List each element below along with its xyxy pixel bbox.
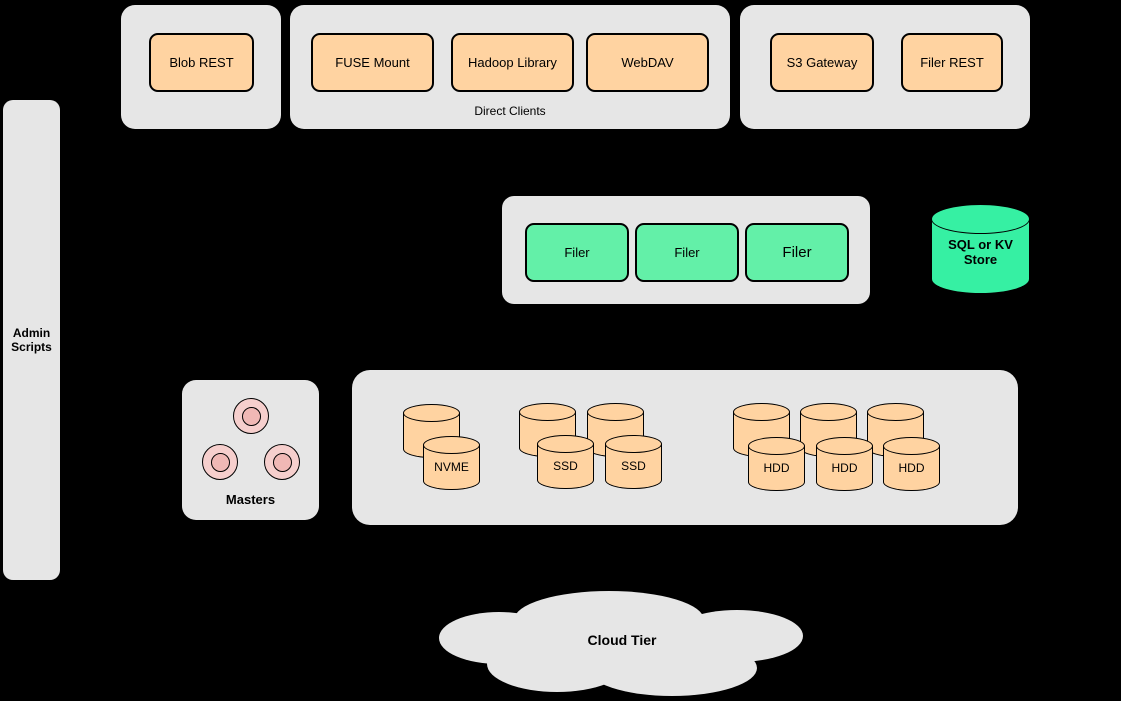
hdd-disk-label: HDD <box>763 461 790 475</box>
hdd-disk: HDD <box>816 437 873 491</box>
gateway-group: S3 Gateway Filer REST <box>740 5 1030 129</box>
node-s3-gateway: S3 Gateway <box>770 33 874 92</box>
admin-scripts-bar: Admin Scripts <box>3 100 60 580</box>
nvme-disk: NVME <box>423 436 480 490</box>
node-filer-2: Filer <box>635 223 739 282</box>
cloud-tier-shape: Cloud Tier <box>437 588 807 700</box>
cylinder-top <box>931 204 1030 234</box>
ssd-disk-label: SSD <box>553 459 578 473</box>
ssd-disk-label: SSD <box>621 459 646 473</box>
direct-clients-label: Direct Clients <box>474 104 546 118</box>
node-filer-rest: Filer REST <box>901 33 1003 92</box>
cloud-tier-label: Cloud Tier <box>587 632 657 648</box>
hdd-disk-label: HDD <box>831 461 858 475</box>
node-blob-rest: Blob REST <box>149 33 254 92</box>
master-node-circle <box>233 398 269 434</box>
masters-group: Masters <box>182 380 319 520</box>
nvme-disk-label: NVME <box>434 460 469 474</box>
ssd-disk: SSD <box>605 435 662 489</box>
cloud-icon <box>439 591 803 696</box>
ssd-disk: SSD <box>537 435 594 489</box>
masters-label: Masters <box>225 492 276 507</box>
node-filer-1: Filer <box>525 223 629 282</box>
node-filer-3: Filer <box>745 223 849 282</box>
master-node-circle <box>202 444 238 480</box>
hdd-disk: HDD <box>883 437 940 491</box>
admin-scripts-label: Admin Scripts <box>11 325 52 354</box>
node-webdav: WebDAV <box>586 33 709 92</box>
filer-group: Filer Filer Filer <box>502 196 870 304</box>
blob-client-group: Blob REST <box>121 5 281 129</box>
sql-kv-store-cylinder: SQL or KV Store <box>931 204 1030 294</box>
direct-clients-group: FUSE Mount Hadoop Library WebDAV Direct … <box>290 5 730 129</box>
hdd-disk-label: HDD <box>898 461 925 475</box>
sql-kv-store-label: SQL or KV Store <box>948 237 1013 267</box>
hdd-disk: HDD <box>748 437 805 491</box>
master-node-circle <box>264 444 300 480</box>
node-hadoop-library: Hadoop Library <box>451 33 574 92</box>
volume-servers-group: NVME SSD SSD HDD <box>352 370 1018 525</box>
node-fuse-mount: FUSE Mount <box>311 33 434 92</box>
